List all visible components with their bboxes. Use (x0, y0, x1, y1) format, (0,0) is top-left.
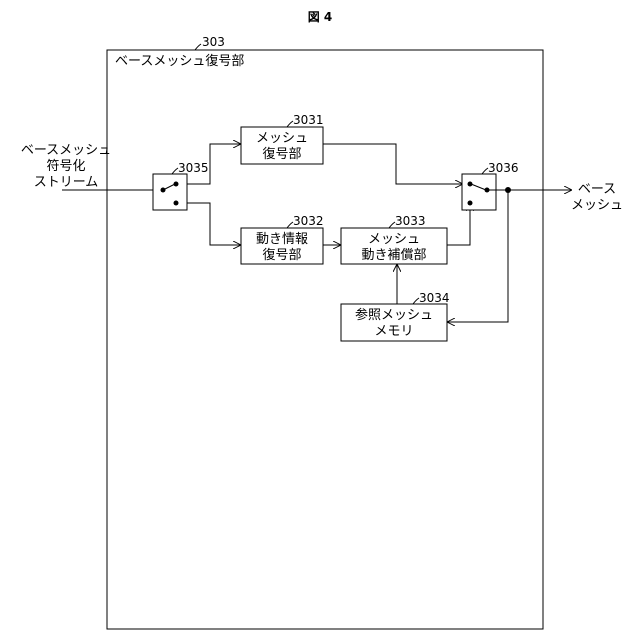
input-switch-3035 (153, 174, 187, 210)
outer-title: ベースメッシュ復号部 (115, 53, 244, 69)
mesh-decoder-line2: 復号部 (262, 146, 301, 162)
switch-in-ref: 3035 (178, 161, 209, 175)
ref-memory-line1: 参照メッシュ (355, 307, 433, 323)
outer-ref-leader (195, 44, 201, 50)
motion-comp-line1: メッシュ (368, 232, 420, 247)
base-mesh-decoder-frame (107, 50, 543, 629)
mesh-decoder-line1: メッシュ (256, 131, 308, 146)
motion-comp-line2: 動き補償部 (361, 248, 426, 263)
outer-ref: 303 (202, 35, 225, 49)
output-switch-lower-terminal (468, 201, 473, 206)
ref-memory-line2: メモリ (374, 324, 413, 339)
figure-title: 図 4 (308, 10, 333, 24)
switch-out-ref: 3036 (488, 161, 519, 175)
motion-decoder-line2: 復号部 (262, 247, 301, 263)
output-switch-3036 (462, 174, 496, 210)
motion-decoder-ref: 3032 (293, 214, 324, 228)
output-label-line1: ベース (578, 182, 616, 197)
input-label-line1: ベースメッシュ (21, 143, 111, 158)
motion-decoder-line1: 動き情報 (256, 232, 308, 247)
input-switch-lower-terminal (174, 201, 179, 206)
output-label-line2: メッシュ (571, 198, 623, 213)
ref-memory-ref: 3034 (419, 291, 450, 305)
mesh-decoder-ref: 3031 (293, 113, 324, 127)
input-label-line2: 符号化 (46, 158, 85, 174)
motion-comp-ref: 3033 (395, 214, 426, 228)
input-label-line3: ストリーム (34, 175, 99, 190)
